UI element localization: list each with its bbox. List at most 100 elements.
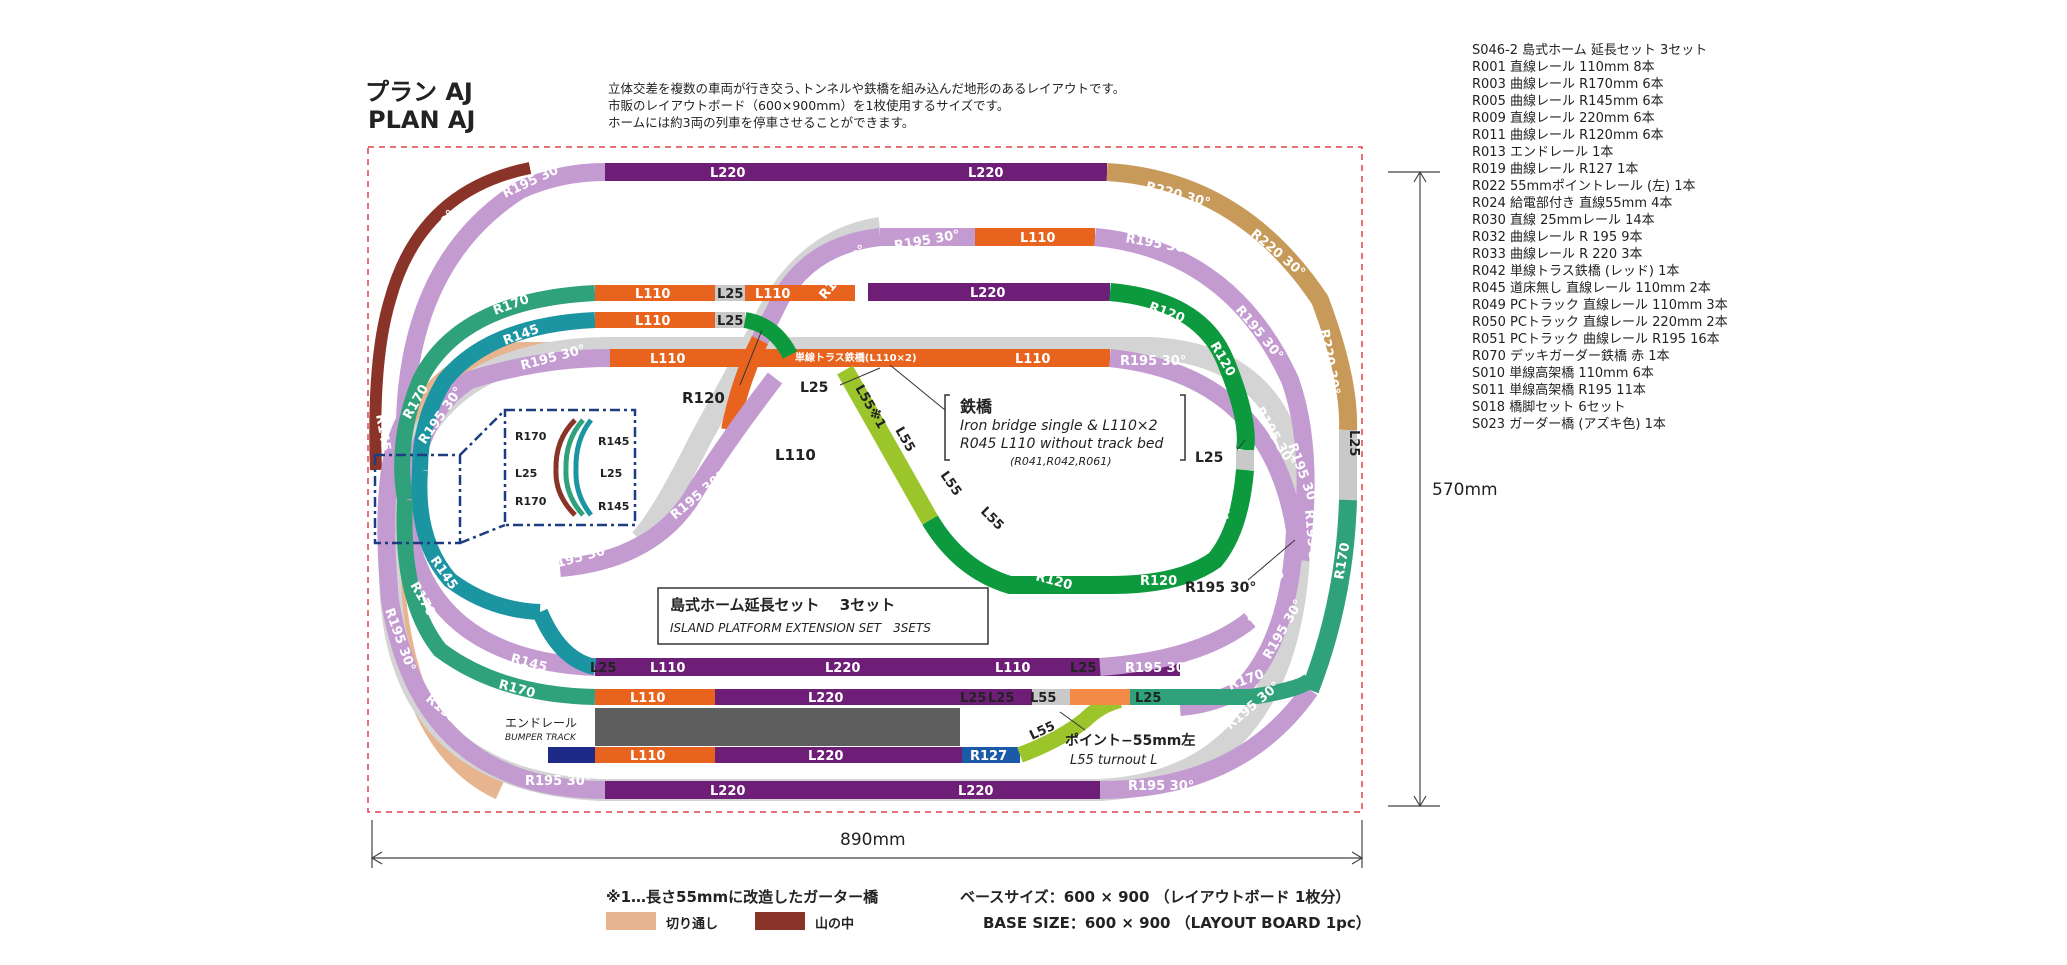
parts-list-item: S046-2 島式ホーム 延長セット 3セット <box>1472 43 1708 58</box>
iron-bridge-title: 鉄橋 <box>960 397 993 416</box>
iron-bridge-line3: (R041,R042,R061) <box>1010 455 1112 468</box>
parts-list-item: R019 曲線レール R127 1本 <box>1472 162 1639 177</box>
label-l110-row1b: L110 <box>755 287 790 302</box>
mountain-terrain <box>369 162 532 471</box>
parts-list-item: R045 道床無し 直線レール 110mm 2本 <box>1472 281 1711 296</box>
label-l220-top-a: L220 <box>710 166 745 181</box>
label-l110-row3: L110 <box>650 352 685 367</box>
inset-tracks <box>553 418 593 517</box>
label-r195-main-right: R195 30° <box>1125 661 1191 676</box>
label-l110-callout: L110 <box>775 446 816 464</box>
width-label: 890mm <box>840 830 906 850</box>
turnout-label-jp: ポイント−55mm左 <box>1065 732 1195 749</box>
parts-list-item: R001 直線レール 110mm 8本 <box>1472 60 1655 75</box>
label-l25-plat-c: L25 <box>1135 691 1161 706</box>
inset-label-r145-bottom: R145 <box>598 500 629 513</box>
iron-bridge-bracket <box>944 394 1186 461</box>
label-l25-main-b: L25 <box>1070 661 1096 676</box>
label-r195-right-inner-2: R195 30° <box>1301 509 1322 576</box>
label-l220-bottom-a: L220 <box>710 784 745 799</box>
r195-leader <box>1247 539 1296 581</box>
parts-list-item: R011 曲線レール R120mm 6本 <box>1472 128 1664 143</box>
label-r195-bottom-right: R195 30° <box>1128 779 1194 794</box>
parts-list-item: R030 直線 25mmレール 14本 <box>1472 213 1655 228</box>
label-l220-fig8: L220 <box>970 286 1005 301</box>
iron-bridge-leader <box>889 364 946 411</box>
label-l25-row1: L25 <box>717 287 743 302</box>
description-line-3: ホームには約3両の列車を停車させることができます。 <box>608 115 915 130</box>
label-l110-fig8: L110 <box>1020 231 1055 246</box>
parts-list-item: R003 曲線レール R170mm 6本 <box>1472 77 1664 92</box>
iron-bridge-line1: Iron bridge single & L110×2 <box>960 418 1158 434</box>
turnout-leader <box>1059 711 1086 731</box>
layout-board-border <box>367 146 1363 813</box>
label-l220-top-b: L220 <box>968 166 1003 181</box>
label-r220-right: R220 30° <box>1247 227 1307 281</box>
l25b-leader <box>1236 439 1246 451</box>
label-l110-bottom: L110 <box>630 749 665 764</box>
parts-list-item: R033 曲線レール R 220 3本 <box>1472 247 1643 262</box>
legend-mountain-swatch <box>755 912 805 930</box>
label-r120-fig8-c: R120 <box>1217 481 1238 520</box>
label-truss: 単線トラス鉄橋(L110×2) <box>795 351 917 364</box>
parts-list-item: R024 給電部付き 直線55mm 4本 <box>1472 196 1673 211</box>
label-l25-main: L25 <box>590 661 616 676</box>
label-l55-plat: L55 <box>1030 691 1056 706</box>
parts-list: S046-2 島式ホーム 延長セット 3セット R001 直線レール 110mm … <box>1472 42 1728 433</box>
label-l25-plat-a: L25 <box>960 691 986 706</box>
label-r195-fig8-right-a: R195 30° <box>1232 303 1286 363</box>
label-r195-mid-right: R195 30° <box>1120 354 1186 369</box>
l25-leader <box>839 367 881 386</box>
parts-list-item: R009 直線レール 220mm 6本 <box>1472 111 1655 126</box>
legend-cut-swatch <box>606 912 656 930</box>
iron-bridge-line2: R045 L110 without track bed <box>960 436 1164 452</box>
label-r145-lower-2: R145 <box>464 554 504 578</box>
label-l110-row2: L110 <box>635 314 670 329</box>
label-r127: R127 <box>970 749 1007 764</box>
island-platform <box>595 708 960 746</box>
label-l55-4: L55 <box>977 504 1006 533</box>
parts-list-item: R042 単線トラス鉄橋 (レッド) 1本 <box>1472 264 1680 279</box>
bumper-label-en: BUMPER TRACK <box>505 733 577 743</box>
inset-label-r170-bottom: R170 <box>515 495 547 508</box>
inset-label-r170-top: R170 <box>515 430 547 443</box>
label-l25-right-callout: L25 <box>1195 450 1223 466</box>
description-line-2: 市販のレイアウトボード（600×900mm）を1枚使用するサイズです。 <box>608 98 1010 113</box>
inset-target-box <box>373 453 462 545</box>
parts-list-item: S023 ガーダー橋 (アズキ色) 1本 <box>1472 417 1666 432</box>
bumper-label-jp: エンドレール <box>505 716 577 730</box>
label-r170-right: R170 <box>1332 541 1353 580</box>
label-r170-row: R170 <box>497 677 537 701</box>
base-size-jp: ベースサイズ：600 × 900 （レイアウトボード 1枚分） <box>960 888 1351 906</box>
label-l55-3: L55 <box>937 469 964 499</box>
label-l110-plat: L110 <box>630 691 665 706</box>
parts-list-item: R050 PCトラック 直線レール 220mm 2本 <box>1472 315 1728 330</box>
parts-list-item: R013 エンドレール 1本 <box>1472 145 1614 160</box>
plan-title-en: PLAN AJ <box>368 106 476 134</box>
figure-eight <box>559 228 1315 594</box>
description-line-1: 立体交差を複数の車両が行き交う､トンネルや鉄橋を組み込んだ地形のあるレイアウトで… <box>608 81 1126 96</box>
parts-list-item: R049 PCトラック 直線レール 110mm 3本 <box>1472 298 1728 313</box>
parts-list-item: R032 曲線レール R 195 9本 <box>1472 230 1643 245</box>
outer-loop <box>377 163 1358 799</box>
label-l220-bottom-b: L220 <box>958 784 993 799</box>
label-l110-row3b: L110 <box>1015 352 1050 367</box>
parts-list-item: S011 単線高架橋 R195 11本 <box>1472 383 1646 398</box>
label-l220-plat: L220 <box>808 691 843 706</box>
label-l110-main: L110 <box>650 661 685 676</box>
label-r195-callout: R195 30° <box>1185 580 1256 596</box>
label-l25-right-col: L25 <box>1346 430 1361 456</box>
inset-connector <box>459 409 506 545</box>
height-dimension <box>1388 170 1440 808</box>
parts-list-item: R022 55mmポイントレール (左) 1本 <box>1472 179 1696 194</box>
label-l220-bottom: L220 <box>808 749 843 764</box>
label-r145-far-left: R145 <box>372 413 393 452</box>
label-r120-fig8-e: R120 <box>1140 574 1177 589</box>
label-l110-row1: L110 <box>635 287 670 302</box>
platform-label-jp: 島式ホーム延長セット 3セット <box>670 596 895 614</box>
inset-label-l25-right: L25 <box>600 467 622 480</box>
parts-list-item: R070 デッキガーダー鉄橋 赤 1本 <box>1472 349 1670 364</box>
label-r195-bottom-left: R195 30° <box>525 774 591 789</box>
legend-mountain-label: 山の中 <box>815 917 855 932</box>
